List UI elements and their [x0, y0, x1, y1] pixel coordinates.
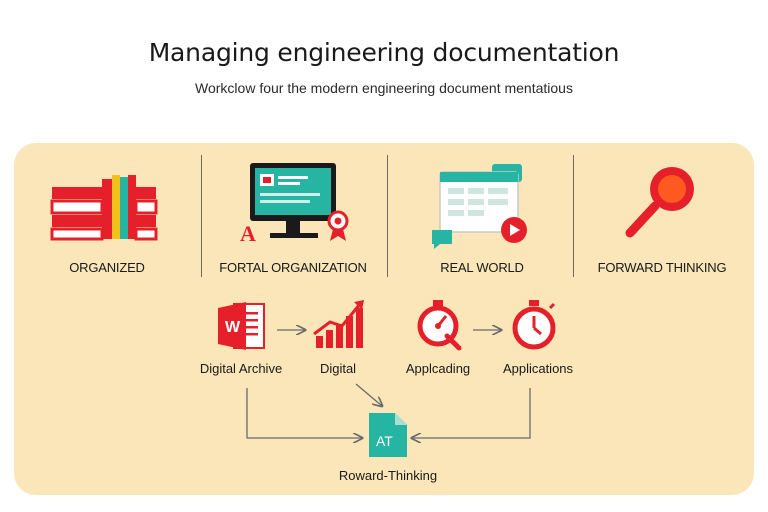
output-document-icon: AT [369, 413, 407, 457]
letter-a-glyph: A [240, 221, 256, 246]
word-document-icon: W [218, 302, 265, 350]
column-divider-3 [573, 155, 574, 277]
column-label-forward-thinking: FORWARD THINKING [597, 260, 727, 275]
growth-bar-chart-icon [313, 300, 364, 348]
page-title: Managing engineering documentation [148, 38, 620, 67]
monitor-document-icon: A [240, 163, 349, 246]
output-label: Roward-Thinking [338, 468, 438, 483]
step-label-digital-archive: Digital Archive [199, 361, 283, 376]
page-subtitle: Workclow four the modern engineering doc… [195, 80, 573, 96]
step-label-applcading: Applcading [405, 361, 471, 376]
column-divider-1 [201, 155, 202, 277]
column-divider-2 [387, 155, 388, 277]
arrow-left-to-output [246, 388, 362, 438]
column-label-real-world: REAL WORLD [440, 260, 524, 275]
books-stack-icon [50, 175, 158, 241]
magnifier-icon [625, 167, 694, 238]
column-label-organized: ORGANIZED [69, 260, 145, 275]
arrow-down-to-output [355, 383, 382, 406]
arrow-right-to-output [412, 388, 531, 438]
step-label-applications: Applications [502, 361, 574, 376]
word-w-glyph: W [225, 319, 241, 336]
browser-video-icon [432, 164, 527, 249]
step-label-digital: Digital [319, 361, 357, 376]
stopwatch-search-icon [417, 300, 462, 351]
stopwatch-icon [512, 300, 556, 350]
output-at-glyph: AT [376, 433, 393, 449]
column-label-fortal-organization: FORTAL ORGANIZATION [219, 260, 367, 275]
